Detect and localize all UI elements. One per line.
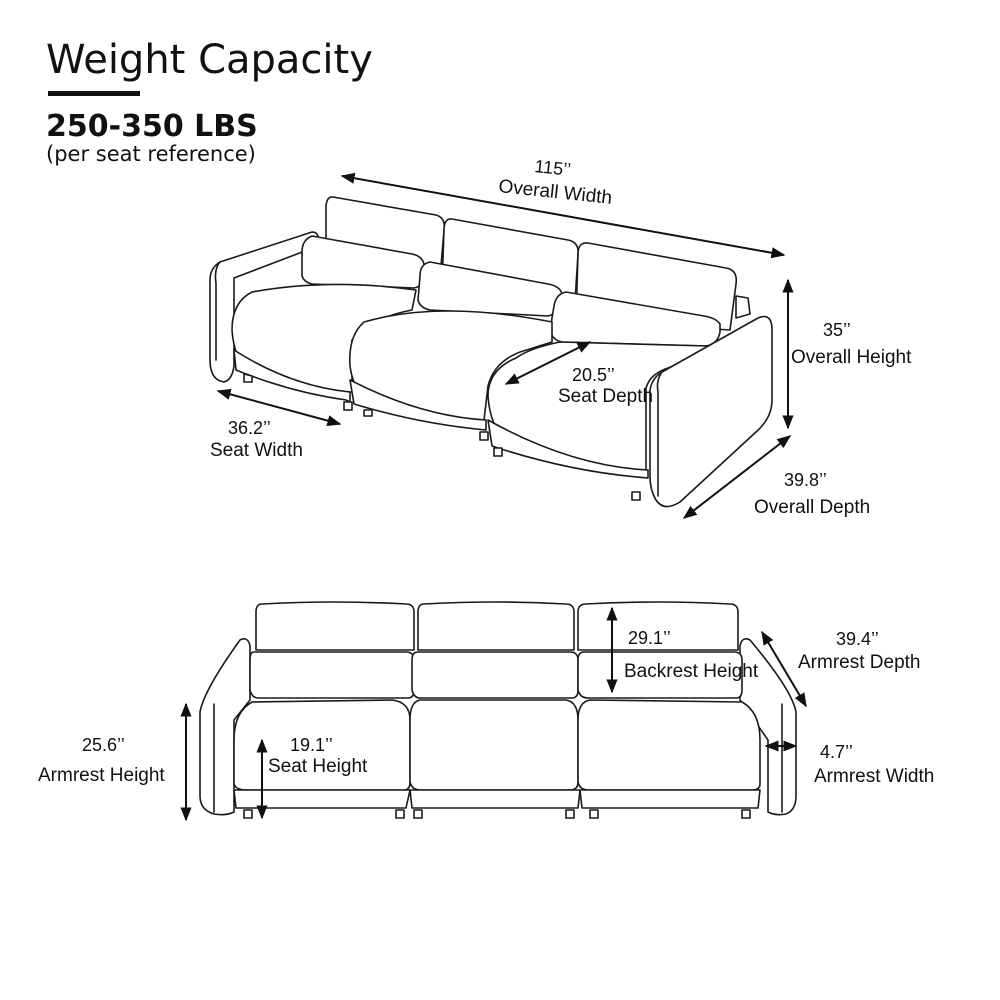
lumbar-pillow-left [301,235,425,289]
overall-width-value: 115’’ [534,156,572,180]
front-left-armrest [199,638,251,816]
seat-height-label: Seat Height [268,756,368,777]
front-view-dimensions: 29.1’’ Backrest Height 39.4’’ Armrest De… [38,606,934,822]
leg-2 [343,401,353,411]
seat-base-right [487,419,649,479]
front-lumbar-pillow-right [577,651,743,699]
seat-depth-label: Seat Depth [558,386,653,407]
back-frame-right [735,295,751,319]
armrest-height-label: Armrest Height [38,765,165,786]
front-seat-cushion-right [577,699,761,791]
leg-3 [363,409,373,417]
backrest-height-label: Backrest Height [624,661,759,682]
left-armrest-inner [214,261,221,361]
seat-width-value: 36.2’’ [228,418,271,438]
front-leg-3 [413,809,423,819]
front-leg-2 [395,809,405,819]
right-armrest-top [656,371,663,497]
seat-width-label: Seat Width [210,440,303,461]
right-armrest [649,315,773,508]
front-lumbar-pillow-left [249,651,415,699]
armrest-depth-arrow [761,630,807,708]
seat-depth-value: 20.5’’ [572,365,615,385]
overall-depth-value: 39.8’’ [784,470,827,490]
front-leg-1 [243,809,253,819]
weight-capacity-value: 250-350 LBS [46,109,258,144]
overall-depth-arrow [682,435,792,519]
armrest-width-value: 4.7’’ [820,742,853,762]
front-leg-4 [565,809,575,819]
left-armrest [209,231,319,383]
front-seat-base-right [579,789,761,809]
front-back-cushion-middle [417,601,575,651]
armrest-depth-value: 39.4’’ [836,629,879,649]
leg-4 [479,431,489,441]
leg-6 [631,491,641,501]
overall-depth-label: Overall Depth [754,497,870,518]
sofa-front-drawing [199,601,797,819]
seat-depth-arrow [504,341,592,385]
front-seat-base-left [233,789,411,809]
backrest-height-value: 29.1’’ [628,628,671,648]
front-seat-base-middle [409,789,581,809]
overall-width-arrow [340,172,786,259]
lumbar-pillow-middle [417,261,563,317]
seat-width-arrow [216,388,342,427]
header: Weight Capacity 250-350 LBS (per seat re… [46,37,373,166]
armrest-width-label: Armrest Width [814,766,934,787]
front-back-cushion-right [577,601,739,651]
sofa-perspective-drawing [209,196,773,508]
overall-height-value: 35’’ [823,320,851,340]
page-title: Weight Capacity [46,37,373,83]
armrest-height-value: 25.6’’ [82,735,125,755]
front-seat-cushion-middle [409,699,579,791]
front-leg-5 [589,809,599,819]
armrest-depth-label: Armrest Depth [798,652,920,673]
weight-capacity-note: (per seat reference) [46,142,256,166]
overall-width-label: Overall Width [497,176,613,209]
seat-height-value: 19.1’’ [290,735,333,755]
seat-base-middle [349,379,487,431]
front-lumbar-pillow-middle [411,651,579,699]
front-leg-6 [741,809,751,819]
leg-5 [493,447,503,457]
front-back-cushion-left [255,601,415,651]
leg-1 [243,373,253,383]
overall-height-label: Overall Height [791,347,912,368]
title-underline [48,91,140,96]
